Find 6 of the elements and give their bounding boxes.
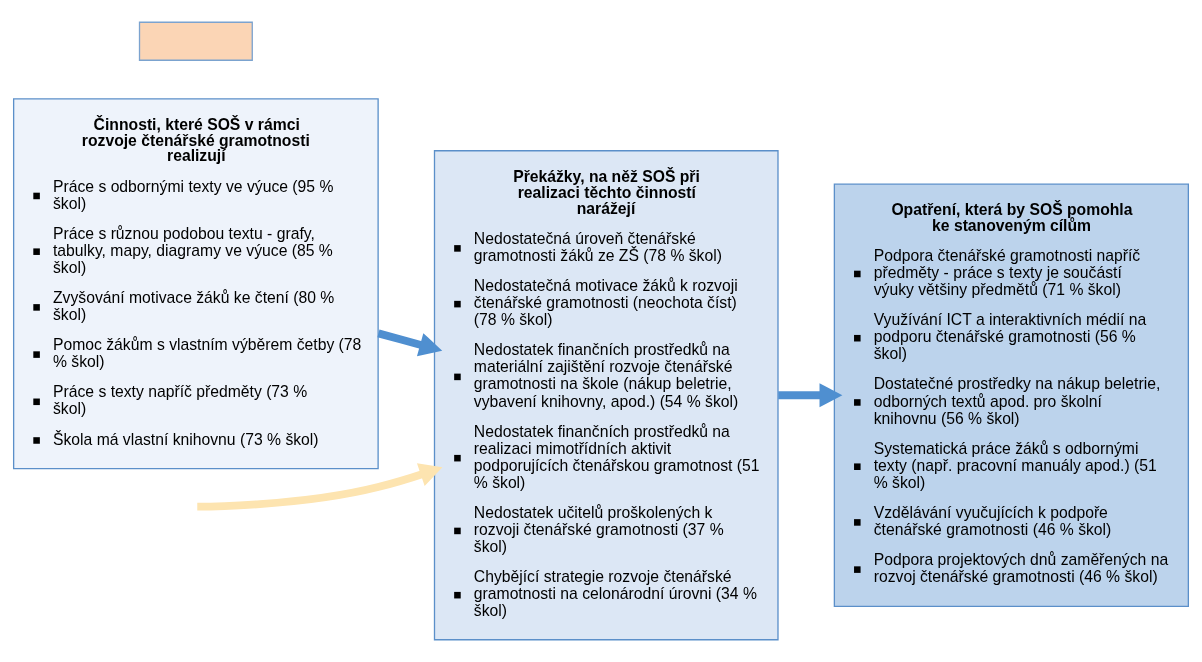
node-box: Opatření, která by SOŠ pomohla ke stanoveným cílům Podpora čtenářské gramotnosti napříč předměty - práce s texty je součástí výuky většiny předmětů (71 % škol) Využívání ICT a interaktivních médií na podporu čtenářské gramotnosti (56 % škol) Dostatečné prostředky na nákup beletrie, odborných textů apod. pro školní knihovnu (56 % škol) Systematická práce žáků s odbornými texty (např. pracovní manuály apod.) (51 % škol) Vzdělávání vyučujících k podpoře čtenářské gramotnosti (46 % škol) Podpora projektových dnů zaměřených na rozvoj čtenářské gramotnosti (46 % škol) (833, 183, 1189, 607)
arrow (778, 383, 843, 408)
node-box (138, 21, 253, 61)
arrow (377, 329, 443, 357)
node-box: Činnosti, které SOŠ v rámci rozvoje čtenářské gramotnosti realizují Práce s odbornými texty ve výuce (95 % škol) Práce s různou podobou textu - grafy, tabulky, mapy, diagramy ve výuce (85 % škol) Zvyšování motivace žáků ke čtení (80 % škol) Pomoc žákům s vlastním výběrem četby (78 % škol) Práce s texty napříč předměty (73 % škol) Škola má vlastní knihovnu (73 % škol) (13, 98, 379, 470)
node-box: Překážky, na něž SOŠ při realizaci těchto činností narážejí Nedostatečná úroveň čtenářské gramotnosti žáků ze ZŠ (78 % škol) Nedostatečná motivace žáků k rozvoji čtenářské gramotnosti (neochota číst) (78 % škol) Nedostatek finančních prostředků na materiální zajištění rozvoje čtenářské gramotnosti na škole (nákup beletrie, vybavení knihovny, apod.) (54 % škol) Nedostatek finančních prostředků na realizaci mimotřídních aktivit podporujících čtenářskou gramotnost (51 % škol) Nedostatek učitelů proškolených k rozvoji čtenářské gramotnosti (37 % škol) Chybějící strategie rozvoje čtenářské gramotnosti na celonárodní úrovni (34 % škol) (433, 150, 779, 641)
